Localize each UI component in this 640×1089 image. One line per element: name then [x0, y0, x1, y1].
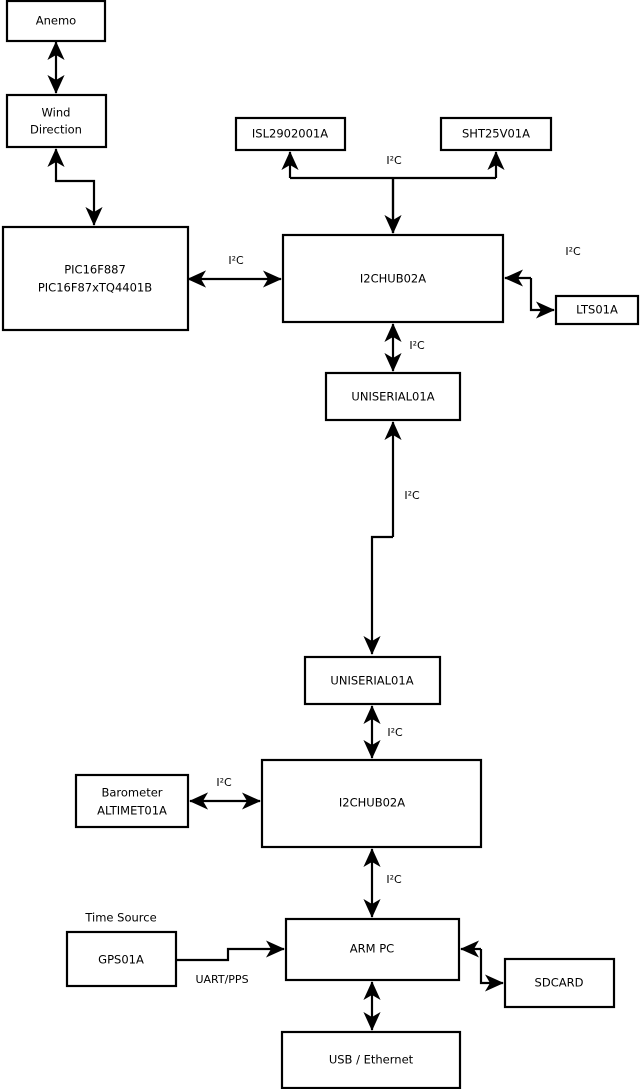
edge-pic-wind-direction	[47, 148, 103, 226]
node-uniserial-top-label: UNISERIAL01A	[351, 390, 434, 404]
node-uniserial-bottom[interactable]: UNISERIAL01A	[303, 655, 442, 706]
edge-label-hub-lts: I²C	[565, 245, 581, 258]
label-time-source: Time Source	[84, 911, 156, 925]
node-hub-top-label: I2CHUB02A	[360, 272, 426, 286]
node-usb-ethernet[interactable]: USB / Ethernet	[280, 1030, 462, 1089]
node-wind-direction-label-line2: Direction	[30, 123, 82, 137]
node-hub-bottom-label: I2CHUB02A	[339, 796, 405, 810]
edge-label-hub-uniserial: I²C	[409, 339, 425, 352]
node-isl-light-sensor[interactable]: ISL2902001A	[234, 116, 347, 152]
node-i2c-hub-top[interactable]: I2CHUB02A	[281, 233, 505, 324]
node-gps[interactable]: GPS01A	[65, 930, 178, 988]
node-anemo-label: Anemo	[36, 14, 76, 28]
node-sht-humidity-sensor[interactable]: SHT25V01A	[439, 116, 553, 152]
node-uniserial-bottom-label: UNISERIAL01A	[330, 674, 413, 688]
node-isl-label: ISL2902001A	[252, 127, 328, 141]
node-barometer[interactable]: Barometer ALTIMET01A	[74, 773, 190, 829]
node-pic-label-line1: PIC16F887	[64, 263, 126, 277]
edge-label-gps-arm: UART/PPS	[195, 973, 248, 986]
node-anemo[interactable]: Anemo	[5, 0, 107, 43]
node-pic-mcu[interactable]: PIC16F887 PIC16F87xTQ4401B	[1, 225, 190, 332]
edge-gps-arm	[176, 940, 285, 962]
node-pic-label-line2: PIC16F87xTQ4401B	[38, 281, 152, 295]
edge-label-barometer-hub: I²C	[216, 776, 232, 789]
edge-arm-sdcard-in	[479, 949, 504, 992]
node-lts-temperature-sensor[interactable]: LTS01A	[554, 294, 640, 326]
node-gps-label: GPS01A	[98, 953, 144, 967]
node-sdcard-label: SDCARD	[535, 976, 584, 990]
node-barometer-label-line1: Barometer	[101, 786, 162, 800]
node-uniserial-top[interactable]: UNISERIAL01A	[324, 371, 462, 422]
edge-uniserial-link-down	[363, 535, 393, 655]
edge-label-uniserial-link: I²C	[404, 489, 420, 502]
node-usb-ethernet-label: USB / Ethernet	[329, 1053, 414, 1067]
node-wind-direction-label-line1: Wind	[42, 106, 71, 120]
edge-hub-lts-in	[529, 278, 555, 319]
node-arm-pc-label: ARM PC	[350, 942, 394, 956]
edge-label-hub-sensors: I²C	[386, 154, 402, 167]
node-sdcard[interactable]: SDCARD	[503, 957, 616, 1009]
node-barometer-label-line2: ALTIMET01A	[97, 804, 167, 818]
node-sht-label: SHT25V01A	[462, 127, 530, 141]
node-arm-pc[interactable]: ARM PC	[284, 917, 461, 982]
node-lts-label: LTS01A	[576, 303, 618, 317]
edge-label-hub-arm: I²C	[386, 873, 402, 886]
node-i2c-hub-bottom[interactable]: I2CHUB02A	[260, 758, 483, 849]
edge-label-uniserial-hub: I²C	[387, 726, 403, 739]
edge-label-pic-hub: I²C	[228, 254, 244, 267]
node-wind-direction[interactable]: Wind Direction	[5, 93, 108, 149]
